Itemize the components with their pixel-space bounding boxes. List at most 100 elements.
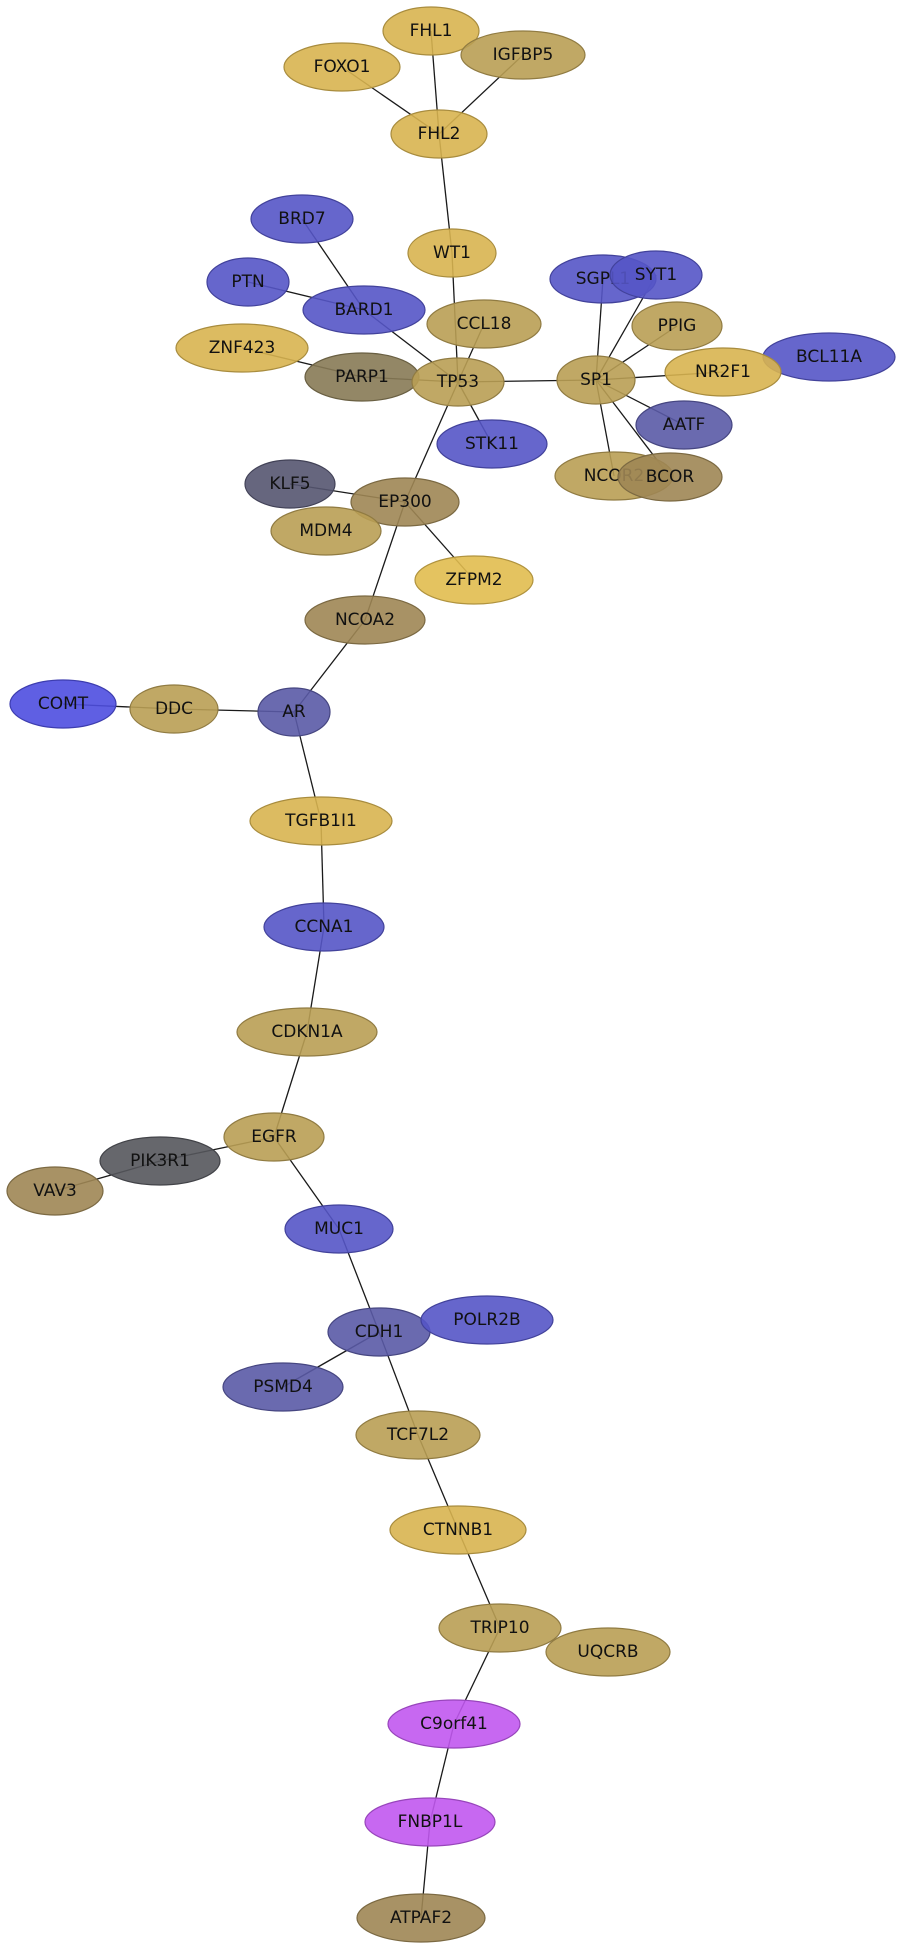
node-ar[interactable]: AR (257, 687, 331, 737)
node-ellipse (426, 299, 542, 349)
node-ellipse (387, 1699, 521, 1749)
node-tp53[interactable]: TP53 (411, 357, 505, 407)
node-label: SP1 (580, 370, 612, 390)
node-label: AR (282, 702, 306, 722)
node-pik3r1[interactable]: PIK3R1 (99, 1136, 221, 1186)
node-bcl11a[interactable]: BCL11A (762, 332, 896, 382)
node-ellipse (414, 555, 534, 605)
node-ddc[interactable]: DDC (129, 684, 219, 734)
node-label: PSMD4 (253, 1377, 313, 1397)
node-ellipse (436, 419, 548, 469)
node-label: EP300 (378, 492, 431, 512)
node-bcor[interactable]: BCOR (617, 452, 723, 502)
node-ellipse (350, 477, 460, 527)
node-ellipse (556, 355, 636, 405)
node-ellipse (283, 42, 401, 92)
node-ellipse (635, 400, 733, 450)
node-ellipse (222, 1362, 344, 1412)
node-label: FHL1 (410, 21, 453, 41)
node-label: VAV3 (33, 1181, 77, 1201)
node-label: SYT1 (635, 265, 677, 285)
node-comt[interactable]: COMT (9, 679, 117, 729)
node-ellipse (9, 679, 117, 729)
node-mdm4[interactable]: MDM4 (270, 506, 382, 556)
node-polr2b[interactable]: POLR2B (420, 1295, 554, 1345)
node-ellipse (390, 109, 488, 159)
node-ellipse (355, 1410, 481, 1460)
node-trip10[interactable]: TRIP10 (438, 1603, 562, 1653)
node-ellipse (236, 1007, 378, 1057)
node-label: BRD7 (278, 209, 325, 229)
node-ellipse (250, 194, 354, 244)
node-vav3[interactable]: VAV3 (6, 1166, 104, 1216)
node-ellipse (263, 902, 385, 952)
node-ellipse (99, 1136, 221, 1186)
node-parp1[interactable]: PARP1 (304, 352, 420, 402)
node-bard1[interactable]: BARD1 (302, 285, 426, 335)
node-ellipse (411, 357, 505, 407)
node-label: EGFR (251, 1127, 297, 1147)
node-cdh1[interactable]: CDH1 (327, 1307, 431, 1357)
node-ellipse (284, 1204, 394, 1254)
node-label: NR2F1 (695, 362, 751, 382)
node-label: MUC1 (314, 1219, 364, 1239)
node-ellipse (460, 30, 586, 80)
node-label: STK11 (465, 434, 519, 454)
node-label: MDM4 (299, 521, 352, 541)
node-brd7[interactable]: BRD7 (250, 194, 354, 244)
node-ellipse (129, 684, 219, 734)
node-ellipse (249, 796, 393, 846)
node-ccna1[interactable]: CCNA1 (263, 902, 385, 952)
node-label: WT1 (433, 243, 471, 263)
node-stk11[interactable]: STK11 (436, 419, 548, 469)
node-ep300[interactable]: EP300 (350, 477, 460, 527)
node-nr2f1[interactable]: NR2F1 (664, 347, 782, 397)
node-label: FOXO1 (314, 57, 371, 77)
node-igfbp5[interactable]: IGFBP5 (460, 30, 586, 80)
node-sp1[interactable]: SP1 (556, 355, 636, 405)
node-cdkn1a[interactable]: CDKN1A (236, 1007, 378, 1057)
node-foxo1[interactable]: FOXO1 (283, 42, 401, 92)
node-tgfb1i1[interactable]: TGFB1I1 (249, 796, 393, 846)
node-ptn[interactable]: PTN (206, 257, 290, 307)
node-c9orf41[interactable]: C9orf41 (387, 1699, 521, 1749)
node-label: DDC (155, 699, 193, 719)
node-ellipse (302, 285, 426, 335)
node-label: PPIG (658, 316, 697, 336)
node-fhl1[interactable]: FHL1 (382, 6, 480, 56)
node-label: CCL18 (457, 314, 512, 334)
node-atpaf2[interactable]: ATPAF2 (356, 1893, 486, 1943)
node-ctnnb1[interactable]: CTNNB1 (389, 1505, 527, 1555)
node-ellipse (617, 452, 723, 502)
node-ellipse (664, 347, 782, 397)
node-ellipse (364, 1797, 496, 1847)
node-ellipse (631, 301, 723, 351)
node-zfpm2[interactable]: ZFPM2 (414, 555, 534, 605)
node-tcf7l2[interactable]: TCF7L2 (355, 1410, 481, 1460)
node-ccl18[interactable]: CCL18 (426, 299, 542, 349)
node-label: CCNA1 (295, 917, 354, 937)
node-ellipse (545, 1627, 671, 1677)
node-uqcrb[interactable]: UQCRB (545, 1627, 671, 1677)
node-syt1[interactable]: SYT1 (609, 250, 703, 300)
node-ellipse (175, 323, 309, 373)
node-label: IGFBP5 (493, 45, 554, 65)
node-ellipse (6, 1166, 104, 1216)
node-muc1[interactable]: MUC1 (284, 1204, 394, 1254)
node-ellipse (389, 1505, 527, 1555)
node-klf5[interactable]: KLF5 (244, 459, 336, 509)
node-ppig[interactable]: PPIG (631, 301, 723, 351)
node-znf423[interactable]: ZNF423 (175, 323, 309, 373)
node-fnbp1l[interactable]: FNBP1L (364, 1797, 496, 1847)
node-egfr[interactable]: EGFR (223, 1112, 325, 1162)
node-ncoa2[interactable]: NCOA2 (304, 595, 426, 645)
node-label: PIK3R1 (130, 1151, 190, 1171)
node-psmd4[interactable]: PSMD4 (222, 1362, 344, 1412)
node-fhl2[interactable]: FHL2 (390, 109, 488, 159)
node-wt1[interactable]: WT1 (407, 228, 497, 278)
node-aatf[interactable]: AATF (635, 400, 733, 450)
node-label: AATF (663, 415, 706, 435)
node-label: PTN (231, 272, 264, 292)
